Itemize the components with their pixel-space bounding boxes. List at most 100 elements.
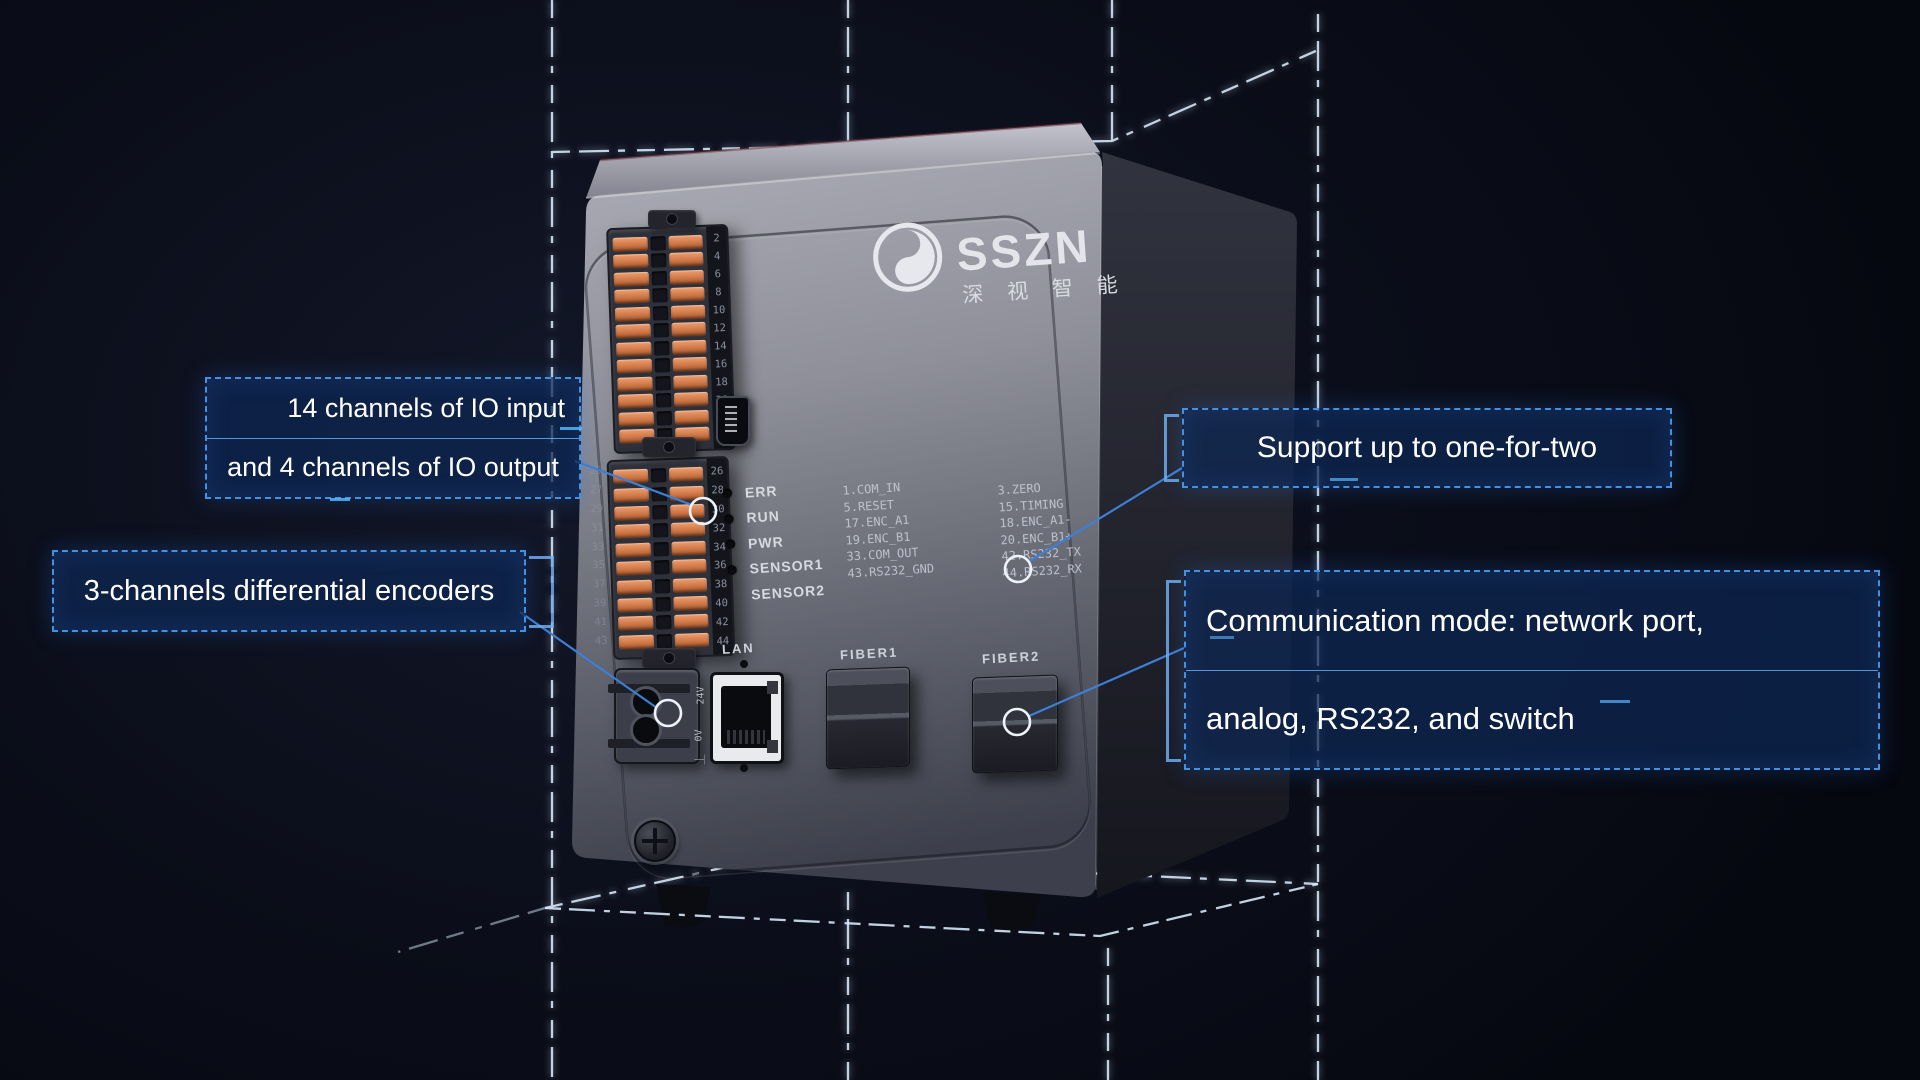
- terminal-clip-row: [615, 540, 706, 558]
- terminal-number: 26: [710, 465, 724, 478]
- terminal-number: 2: [713, 232, 720, 245]
- terminal-number: 37: [592, 578, 606, 591]
- terminal-clip-row: [612, 234, 703, 252]
- callout-line: Support up to one-for-two: [1256, 431, 1598, 464]
- terminal-clip-row: [614, 503, 705, 522]
- terminal-clip-row: [617, 595, 708, 613]
- led-label: RUN: [746, 507, 781, 526]
- led-label: PWR: [747, 533, 785, 552]
- callout-encoders: 3-channels differential encoders: [52, 550, 526, 632]
- power-label-gnd: ⏊: [695, 754, 707, 765]
- wireframe-bottom-front: [544, 882, 1319, 938]
- terminal-clip-row: [615, 321, 706, 340]
- callout-bracket-left: [1164, 414, 1179, 482]
- callout-line: Communication mode: network port,: [1206, 602, 1704, 638]
- led-label: SENSOR1: [749, 556, 824, 577]
- device-foot-right: [982, 893, 1040, 932]
- led-dot: [727, 565, 737, 575]
- mounting-tab-bottom: [642, 648, 696, 668]
- terminal-number: 8: [715, 286, 722, 299]
- terminal-clip-row: [612, 467, 704, 485]
- terminal-number: 33: [591, 540, 605, 553]
- terminal-number: 25: [588, 464, 602, 478]
- terminal-number: 14: [713, 340, 727, 353]
- terminal-clip-row: [618, 632, 710, 650]
- terminal-number: 29: [590, 502, 604, 516]
- terminal-clip-row: [614, 286, 705, 305]
- terminal-clip-row: [617, 392, 709, 410]
- terminal-number: 10: [712, 304, 726, 317]
- led-status-column: ERR RUN PWR SENSOR1 SENSOR2: [722, 475, 826, 608]
- glitch-accent: [330, 498, 350, 501]
- led-label: ERR: [744, 482, 778, 501]
- glitch-accent: [1210, 636, 1234, 639]
- terminal-clip-row: [617, 374, 708, 392]
- terminal-number: 41: [594, 615, 608, 629]
- terminal-clip-row: [614, 304, 706, 322]
- terminal-number: 6: [714, 268, 722, 281]
- power-label-24v: 24V: [695, 686, 707, 705]
- panel-screw: [634, 820, 676, 862]
- callout-communication: Communication mode: network port, analog…: [1184, 570, 1880, 770]
- mini-usb-port: [716, 396, 750, 446]
- terminal-number: 18: [715, 376, 729, 389]
- callout-bracket-right: [529, 556, 554, 628]
- terminal-number: 16: [714, 358, 728, 371]
- terminal-clips-upper: [608, 227, 714, 452]
- lan-screw-hole: [740, 764, 748, 772]
- terminal-number: 12: [713, 322, 727, 335]
- fiber1-port: [826, 666, 910, 770]
- callout-bracket-left: [1166, 580, 1181, 762]
- terminal-clip-row: [616, 339, 707, 357]
- glitch-accent: [1330, 478, 1358, 481]
- terminal-clip-row: [618, 613, 709, 632]
- callout-line: 14 channels of IO input: [287, 392, 565, 423]
- callout-io-channels: 14 channels of IO input and 4 channels o…: [205, 377, 581, 499]
- terminal-clip-row: [618, 409, 709, 427]
- terminal-clip-row: [616, 558, 707, 577]
- terminal-clip-row: [614, 522, 706, 540]
- callout-line: analog, RS232, and switch: [1186, 669, 1878, 769]
- callout-line: 3-channels differential encoders: [83, 574, 495, 607]
- glitch-accent: [560, 427, 582, 430]
- terminal-number: 31: [590, 521, 604, 534]
- led-dot: [725, 539, 736, 550]
- glitch-accent: [1600, 700, 1630, 703]
- led-label: SENSOR2: [750, 581, 826, 603]
- terminal-clip-row: [613, 251, 704, 270]
- terminal-clip-row: [613, 269, 705, 287]
- terminal-number: 39: [593, 597, 607, 610]
- power-connector: [608, 668, 700, 764]
- front-top-highlight: [585, 152, 1101, 199]
- terminal-clips-lower: [609, 459, 714, 658]
- terminal-clip-row: [616, 357, 708, 375]
- fiber1-label: FIBER1: [839, 644, 899, 663]
- terminal-number: 43: [594, 634, 608, 648]
- led-dot: [722, 488, 733, 499]
- power-hole: [630, 714, 662, 746]
- wire-bottom-left-extension: [397, 906, 546, 954]
- terminal-clip-row: [616, 577, 708, 595]
- lan-port-socket: [721, 686, 771, 748]
- callout-line: and 4 channels of IO output: [207, 437, 579, 498]
- led-row: SENSOR2: [728, 577, 826, 608]
- pin-label: 44.RS232_RX: [1002, 561, 1083, 580]
- terminal-number: 27: [589, 483, 603, 497]
- led-dot: [724, 514, 734, 524]
- fiber2-label: FIBER2: [981, 648, 1041, 667]
- power-label-0v: 0V: [693, 729, 705, 742]
- terminal-number: 42: [715, 616, 729, 629]
- device-top-edge-tint: [599, 121, 1082, 162]
- lan-port: [710, 672, 784, 764]
- sszn-swirl-logo-icon: [873, 222, 943, 292]
- mounting-tab-middle: [642, 437, 696, 457]
- lan-label: LAN: [721, 640, 756, 657]
- terminal-clip-row: [613, 485, 704, 503]
- mounting-tab-top: [648, 210, 696, 228]
- device-top-face: [586, 123, 1100, 198]
